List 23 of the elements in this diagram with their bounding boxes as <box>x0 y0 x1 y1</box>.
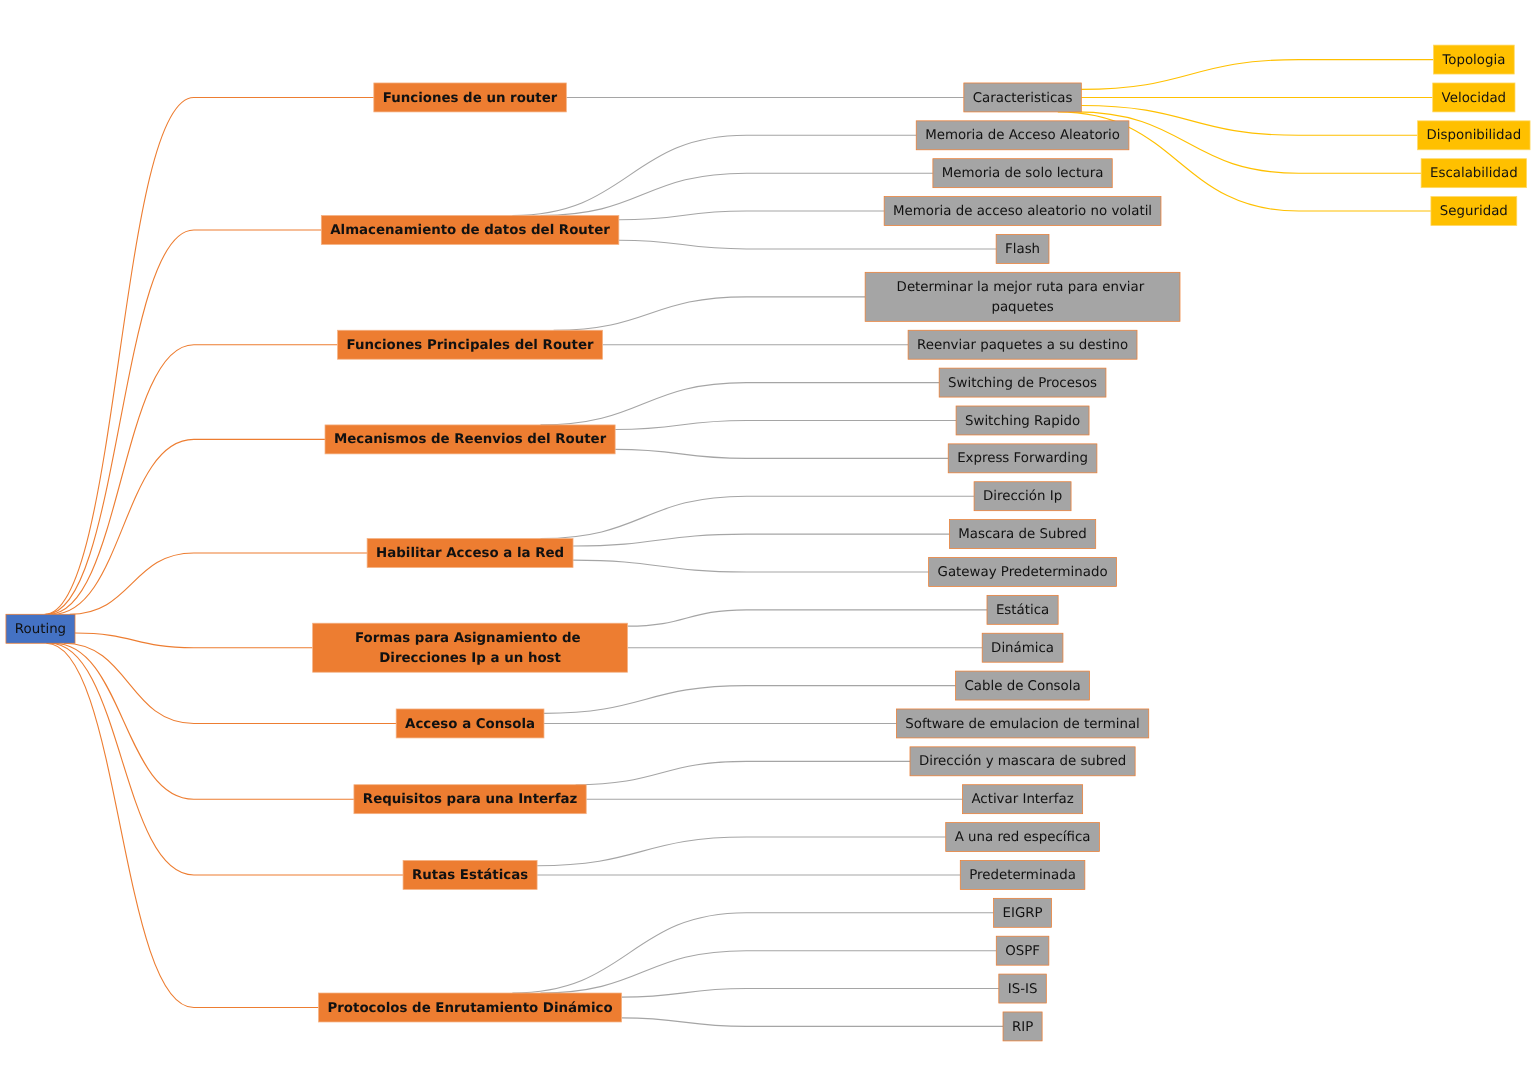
connector <box>543 685 957 714</box>
connector <box>1080 96 1434 98</box>
connector <box>614 419 957 430</box>
connector <box>585 798 964 800</box>
connector <box>565 96 965 98</box>
connector <box>572 559 930 573</box>
connector <box>626 609 988 627</box>
connector <box>44 96 375 615</box>
connector <box>621 1017 1004 1027</box>
connector <box>618 210 885 221</box>
connector <box>543 722 897 724</box>
connector <box>536 836 947 867</box>
connector <box>626 647 983 649</box>
connector <box>74 632 314 649</box>
connector <box>1080 104 1419 136</box>
connector <box>1080 59 1434 90</box>
connector <box>614 448 949 459</box>
connector <box>618 239 997 250</box>
connector <box>621 988 1000 998</box>
connector <box>602 344 909 346</box>
connector <box>69 552 368 615</box>
connector <box>536 874 961 876</box>
connector <box>572 533 950 547</box>
